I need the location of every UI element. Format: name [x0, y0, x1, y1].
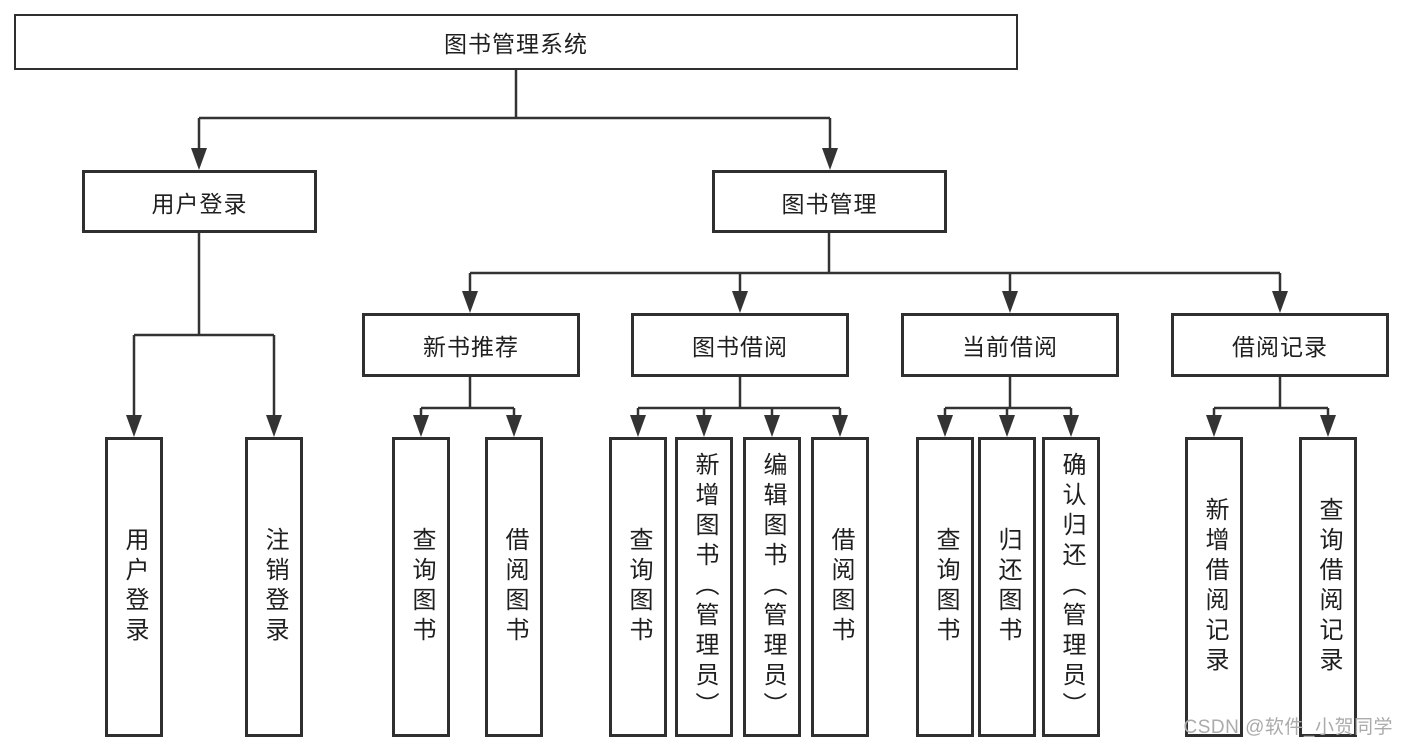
- arrow-down-icon: [126, 415, 142, 437]
- arrow-down-icon: [191, 148, 207, 170]
- arrow-down-icon: [506, 415, 522, 437]
- arrow-down-icon: [696, 415, 712, 437]
- arrow-down-icon: [1206, 415, 1222, 437]
- arrow-down-icon: [630, 415, 646, 437]
- node-label: 当前借阅: [962, 334, 1058, 360]
- arrow-down-icon: [937, 415, 953, 437]
- leaf-label: 查询图书: [408, 527, 435, 647]
- arrow-down-icon: [1320, 415, 1336, 437]
- leaf-label: 注销登录: [261, 527, 288, 647]
- node-label: 新书推荐: [423, 334, 519, 360]
- leaf-user-login: 用户登录: [105, 437, 163, 737]
- leaf-confirm-return-admin: 确认归还（管理员）: [1042, 437, 1100, 737]
- node-label: 借阅记录: [1232, 334, 1328, 360]
- leaf-return-books: 归还图书: [978, 437, 1036, 737]
- leaf-label: 归还图书: [994, 527, 1021, 647]
- leaf-label: 借阅图书: [501, 527, 528, 647]
- leaf-borrow-books: 借阅图书: [811, 437, 869, 737]
- node-label: 图书管理: [781, 190, 878, 217]
- arrow-down-icon: [1063, 415, 1079, 437]
- node-book-management: 图书管理: [712, 170, 947, 233]
- leaf-label: 查询借阅记录: [1315, 497, 1342, 677]
- arrow-down-icon: [999, 415, 1015, 437]
- node-label: 用户登录: [151, 190, 248, 217]
- arrow-down-icon: [832, 415, 848, 437]
- arrow-down-icon: [1272, 291, 1288, 313]
- leaf-borrow-books-recommend: 借阅图书: [485, 437, 543, 737]
- leaf-query-borrow-record: 查询借阅记录: [1299, 437, 1357, 737]
- node-borrow-records: 借阅记录: [1171, 313, 1389, 377]
- arrow-down-icon: [764, 415, 780, 437]
- leaf-label: 新增图书（管理员）: [691, 452, 718, 722]
- leaf-edit-books-admin: 编辑图书（管理员）: [743, 437, 801, 737]
- leaf-label: 新增借阅记录: [1201, 497, 1228, 677]
- arrow-down-icon: [822, 148, 838, 170]
- node-current-borrow: 当前借阅: [901, 313, 1119, 377]
- arrow-down-icon: [266, 415, 282, 437]
- node-label: 图书借阅: [692, 334, 788, 360]
- node-root-library-system: 图书管理系统: [14, 14, 1018, 70]
- node-user-login: 用户登录: [82, 170, 317, 233]
- leaf-query-books-borrow: 查询图书: [609, 437, 667, 737]
- leaf-query-books-current: 查询图书: [916, 437, 974, 737]
- node-label: 图书管理系统: [444, 31, 588, 57]
- leaf-label: 借阅图书: [827, 527, 854, 647]
- leaf-label: 查询图书: [932, 527, 959, 647]
- arrow-down-icon: [1002, 291, 1018, 313]
- leaf-label: 编辑图书（管理员）: [759, 452, 786, 722]
- leaf-label: 确认归还（管理员）: [1058, 452, 1085, 722]
- leaf-query-books-recommend: 查询图书: [392, 437, 450, 737]
- csdn-watermark: CSDN @软件_小贺同学: [1183, 717, 1393, 738]
- leaf-add-books-admin: 新增图书（管理员）: [675, 437, 733, 737]
- leaf-logout: 注销登录: [245, 437, 303, 737]
- node-book-borrow: 图书借阅: [631, 313, 849, 377]
- leaf-label: 用户登录: [121, 527, 148, 647]
- arrow-down-icon: [462, 291, 478, 313]
- arrow-down-icon: [732, 291, 748, 313]
- node-new-book-recommend: 新书推荐: [362, 313, 580, 377]
- leaf-label: 查询图书: [625, 527, 652, 647]
- leaf-add-borrow-record: 新增借阅记录: [1185, 437, 1243, 737]
- arrow-down-icon: [413, 415, 429, 437]
